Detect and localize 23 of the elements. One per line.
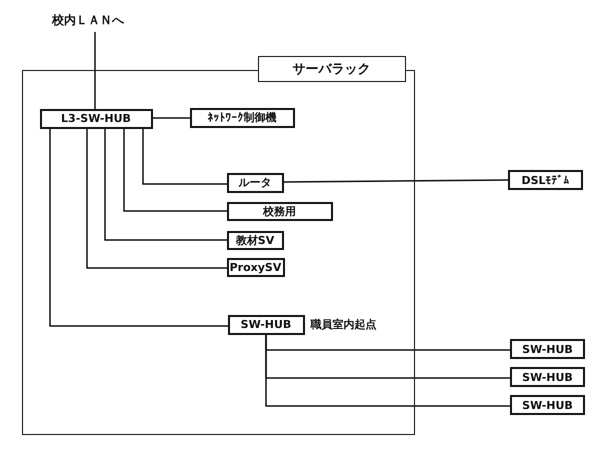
switch-box: SW-HUB	[510, 339, 585, 359]
device-box: ﾈｯﾄﾜｰｸ制御機	[190, 108, 294, 128]
connector-line	[49, 129, 228, 327]
network-label: 校内ＬＡＮへ	[52, 12, 138, 32]
switch-box: SW-HUB	[510, 395, 585, 415]
connector-line	[142, 129, 227, 185]
storage-box: 校務用	[226, 202, 332, 220]
server-box: 教材SV	[226, 230, 284, 250]
connector-line	[86, 129, 227, 269]
connector-line	[104, 129, 227, 241]
connector-line	[153, 117, 190, 119]
modem-box: DSLﾓﾃﾞﾑ	[508, 170, 583, 190]
router-box: ルータ	[226, 172, 284, 192]
switch-box: SW-HUB	[228, 314, 304, 334]
note-text: 職員室内起点	[310, 316, 376, 332]
rack-label-box: サーバラック	[258, 56, 406, 82]
connector-line	[265, 335, 510, 407]
connector-line	[284, 179, 508, 183]
connector-line	[123, 129, 227, 212]
server-box: ProxySV	[226, 258, 284, 276]
switch-box: L3-SW-HUB	[40, 108, 152, 128]
connector-line	[94, 32, 96, 109]
switch-box: SW-HUB	[510, 367, 585, 387]
